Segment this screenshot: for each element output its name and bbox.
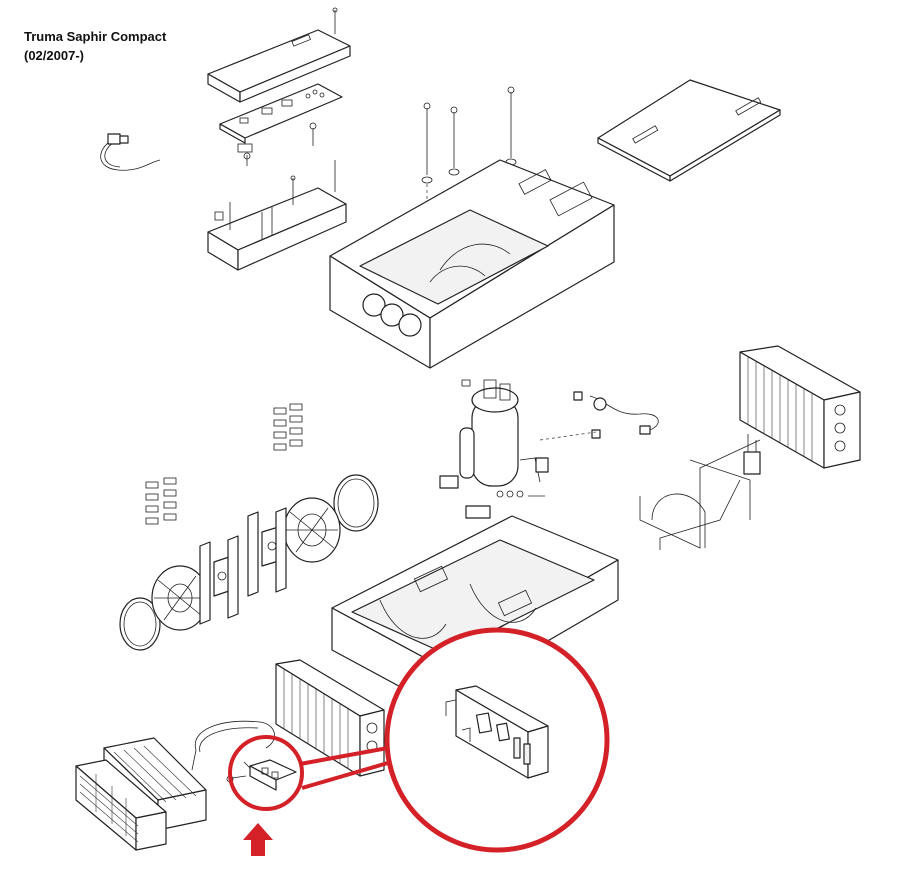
- arrow-up-icon: [243, 823, 273, 856]
- evaporator-coil: [275, 659, 385, 777]
- fan-wheel-lower: [151, 565, 209, 631]
- control-housing: [207, 160, 347, 271]
- fan-gasket-upper: [333, 474, 379, 532]
- fan-gasket-lower: [119, 597, 161, 651]
- front-grille: [75, 759, 167, 851]
- clip-set-upper: [273, 403, 303, 451]
- pipe-assembly: [639, 434, 761, 550]
- motor-bracket-upper: [247, 507, 287, 597]
- clip-set-lower: [145, 477, 177, 525]
- cable-harness: [100, 133, 161, 171]
- control-board: [219, 83, 343, 153]
- fan-wheel-upper: [283, 497, 341, 563]
- bracket-part: [226, 759, 297, 791]
- board-screws: [243, 122, 317, 166]
- control-cover: [207, 7, 351, 103]
- upper-housing: [329, 159, 615, 369]
- motor-bracket-lower: [199, 535, 239, 625]
- highlight-small-circle: [228, 735, 304, 811]
- bracket-detail-magnified: [445, 685, 549, 779]
- compressor: [439, 379, 549, 519]
- title-line-1: Truma Saphir Compact: [24, 29, 167, 44]
- diagram-title: Truma Saphir Compact (02/2007-): [24, 27, 166, 65]
- condenser-coil: [739, 345, 861, 469]
- title-line-2: (02/2007-): [24, 48, 84, 63]
- sensor-cable: [539, 391, 659, 441]
- cover-plate: [597, 79, 781, 182]
